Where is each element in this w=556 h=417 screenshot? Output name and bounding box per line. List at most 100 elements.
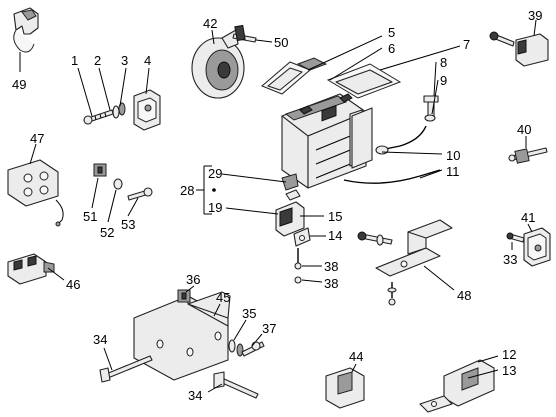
label-8: 8 — [440, 55, 447, 70]
leader-42 — [211, 29, 215, 45]
part-9-washer — [424, 114, 436, 122]
label-51: 51 — [83, 209, 97, 224]
part-12-holder — [443, 359, 495, 407]
leader-9 — [431, 79, 439, 115]
part-37-spacer — [236, 343, 244, 357]
part-47-regulator — [7, 159, 64, 227]
leader-39 — [533, 19, 537, 37]
label-29: 29 — [208, 166, 222, 181]
leader-44 — [351, 363, 357, 373]
part-51-clip — [93, 163, 107, 177]
part-34-bolt-a — [99, 355, 153, 383]
label-15: 15 — [328, 209, 342, 224]
label-50: 50 — [274, 35, 288, 50]
part-38-screw-a — [294, 248, 302, 270]
part-1-screw — [83, 109, 114, 125]
label-37: 37 — [262, 321, 276, 336]
label-42: 42 — [203, 16, 217, 31]
part-6-pad — [326, 63, 402, 99]
leader-50 — [255, 39, 273, 43]
label-19: 19 — [208, 200, 222, 215]
label-41: 41 — [521, 210, 535, 225]
leader-5 — [307, 35, 383, 71]
label-7: 7 — [463, 37, 470, 52]
label-3: 3 — [121, 53, 128, 68]
leader-11 — [419, 169, 443, 179]
part-2-washer — [112, 105, 120, 119]
leader-8 — [433, 61, 437, 97]
label-10: 10 — [446, 148, 460, 163]
label-39: 39 — [528, 8, 542, 23]
label-9: 9 — [440, 73, 447, 88]
leader-6 — [329, 47, 383, 81]
leader-3 — [119, 67, 127, 107]
label-12: 12 — [502, 347, 516, 362]
label-45: 45 — [216, 290, 230, 305]
label-13: 13 — [502, 363, 516, 378]
label-5: 5 — [388, 25, 395, 40]
leader-47 — [29, 143, 37, 165]
part-29-cap — [281, 173, 299, 191]
label-49: 49 — [12, 77, 26, 92]
leader-53 — [127, 197, 139, 217]
leader-10 — [381, 151, 443, 155]
label-34a: 34 — [93, 332, 107, 347]
part-52-washer — [113, 178, 123, 190]
part-38-screw-b — [294, 276, 302, 284]
part-13-bracket — [419, 395, 453, 413]
label-44: 44 — [349, 349, 363, 364]
part-44-block — [325, 367, 365, 409]
label-1: 1 — [71, 53, 78, 68]
leader-2 — [98, 67, 111, 111]
leader-46 — [47, 267, 65, 281]
leader-41 — [527, 223, 533, 233]
leader-51 — [91, 177, 99, 209]
leader-34b — [207, 383, 223, 393]
label-14: 14 — [328, 228, 342, 243]
leader-37 — [251, 333, 263, 347]
part-46-connector — [7, 253, 55, 285]
part-4-bracket — [133, 89, 161, 131]
leader-4 — [145, 67, 150, 95]
label-52: 52 — [100, 225, 114, 240]
label-47: 47 — [30, 131, 44, 146]
label-36: 36 — [186, 272, 200, 287]
part-39-relay — [489, 31, 549, 67]
leader-35 — [233, 319, 247, 341]
leader-12 — [477, 355, 499, 363]
part-11-cable — [343, 169, 441, 184]
leader-29 — [221, 173, 287, 183]
part-15-fuse-holder — [275, 189, 305, 237]
part-33-screw — [506, 232, 525, 243]
leader-38b — [301, 279, 323, 283]
part-50-bolt — [232, 24, 257, 43]
part-49-clip — [13, 7, 39, 53]
label-34b: 34 — [188, 388, 202, 403]
leader-1 — [77, 67, 93, 117]
label-4: 4 — [144, 53, 151, 68]
leader-13 — [467, 369, 499, 379]
label-38b: 38 — [324, 276, 338, 291]
leader-48 — [423, 265, 455, 291]
leader-7 — [379, 45, 461, 71]
part-48-bracket — [357, 219, 453, 306]
label-2: 2 — [94, 53, 101, 68]
part-42-horn — [191, 29, 245, 99]
part-53-screw — [127, 187, 153, 201]
label-53: 53 — [121, 217, 135, 232]
label-11: 11 — [446, 164, 460, 179]
label-46: 46 — [66, 277, 80, 292]
part-5-strap — [261, 57, 328, 95]
leader-52 — [107, 189, 117, 223]
label-6: 6 — [388, 41, 395, 56]
leader-34a — [103, 347, 113, 371]
part-41-relay — [523, 227, 551, 267]
group-28-bracket — [196, 165, 216, 215]
part-35-washer — [228, 339, 236, 353]
leader-45 — [213, 303, 221, 317]
label-40: 40 — [517, 122, 531, 137]
part-45-mounting-plate — [133, 291, 231, 381]
part-14-plate — [293, 227, 311, 247]
